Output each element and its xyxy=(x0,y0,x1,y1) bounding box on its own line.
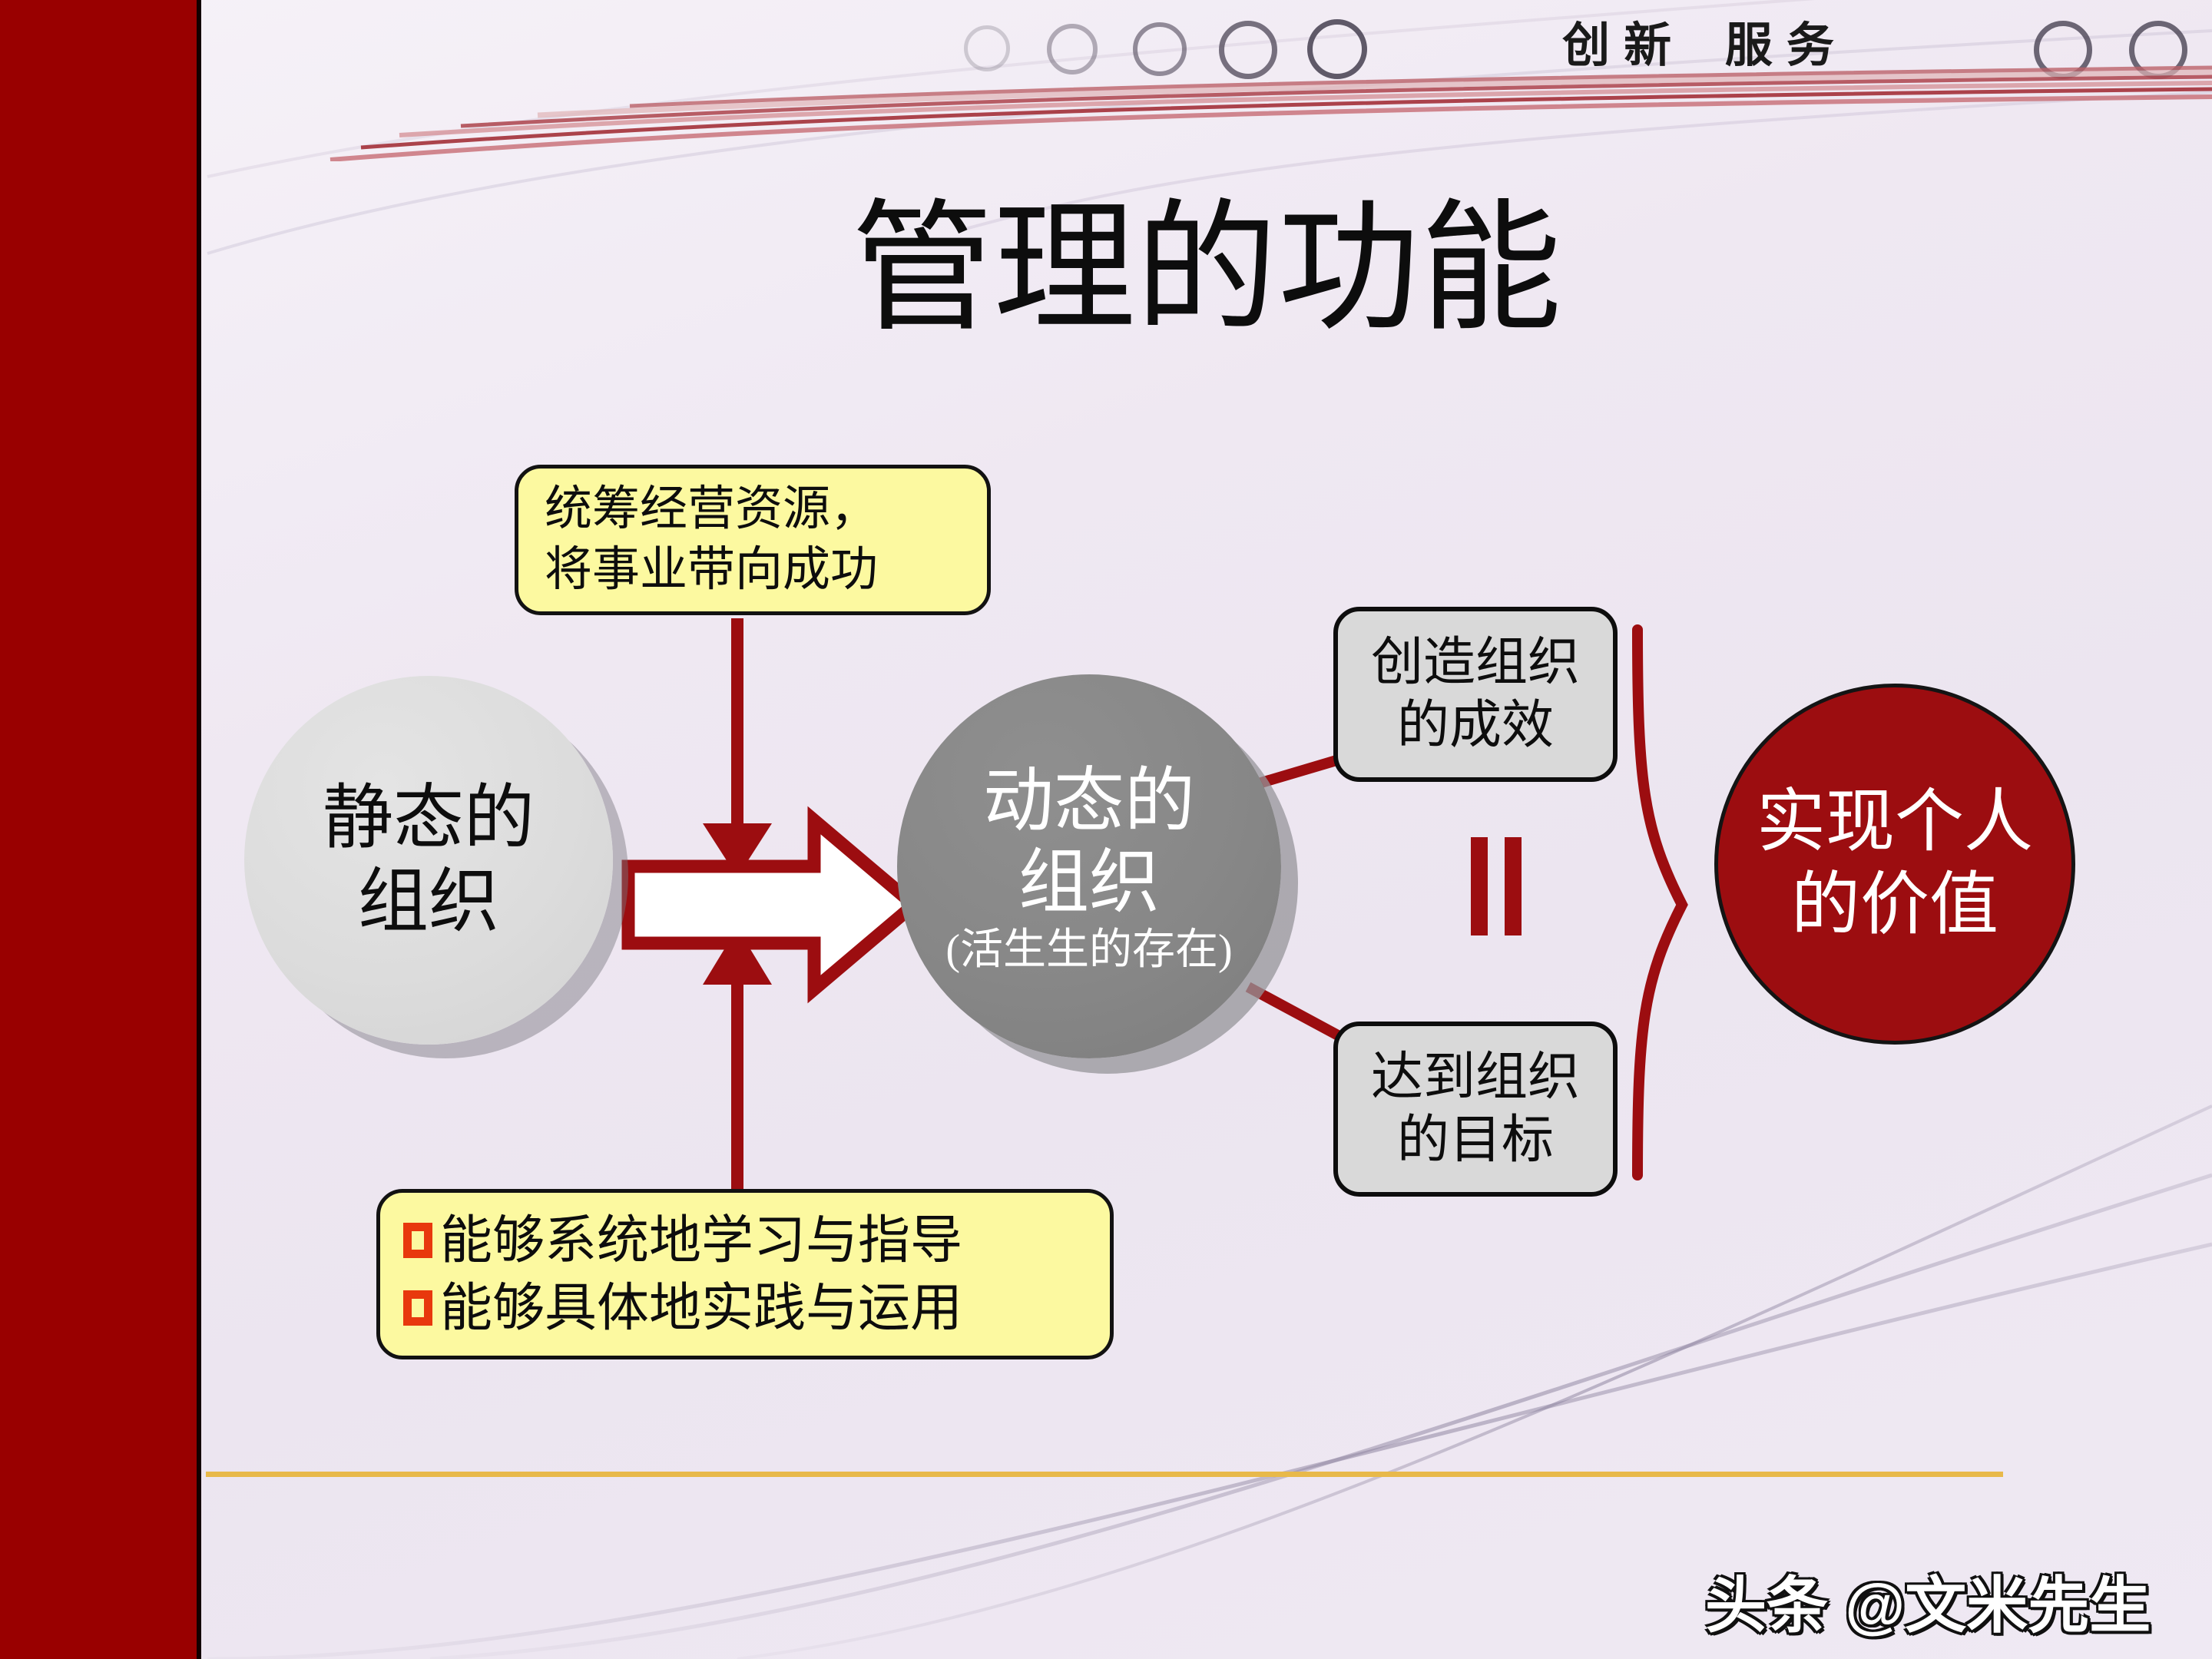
header-circle-4 xyxy=(1219,21,1277,79)
header-decoration xyxy=(0,0,2212,92)
down-arrow-connector xyxy=(703,618,772,877)
header-stripe-decoration xyxy=(329,65,2212,161)
box-organization-goal: 达到组织 的目标 xyxy=(1333,1022,1618,1197)
equals-bar-bottom xyxy=(1505,837,1522,935)
up-arrow-connector xyxy=(703,928,772,1189)
callout-resources-line2: 将事业带向成功 xyxy=(545,544,879,596)
header-circle-5 xyxy=(1307,19,1367,79)
bullet-item-2-label: 能够具体地实践与运用 xyxy=(440,1279,963,1337)
node-personal-value-line1: 实现个人 xyxy=(1757,784,2033,860)
transformation-arrow xyxy=(621,806,925,1004)
header-slogan-left: 创新 xyxy=(1562,19,1686,72)
node-dynamic-organization-line1: 动态的 xyxy=(982,762,1195,841)
node-static-organization-line1: 静态的 xyxy=(322,779,535,858)
watermark: 头条 @文米先生 xyxy=(1705,1571,2151,1640)
box-organization-effect-line2: 的成效 xyxy=(1396,696,1554,754)
header-circle-3 xyxy=(1133,22,1187,76)
callout-resources-line1: 统筹经营资源， xyxy=(545,482,879,535)
header-slogan: 创新 服务 xyxy=(1521,6,1889,75)
square-bullet-icon xyxy=(403,1222,432,1258)
box-organization-goal-line1: 达到组织 xyxy=(1370,1048,1580,1107)
header-circle-2 xyxy=(1047,24,1098,75)
node-personal-value-line2: 的价值 xyxy=(1791,867,1998,943)
node-dynamic-organization: 动态的 组织 (活生生的存在) xyxy=(897,674,1281,1058)
callout-capabilities: 能够系统地学习与指导 能够具体地实践与运用 xyxy=(376,1189,1114,1359)
curly-brace xyxy=(1632,624,1688,1181)
equals-symbol xyxy=(1463,837,1555,935)
box-organization-goal-line2: 的目标 xyxy=(1396,1111,1554,1169)
connector-to-effect-box xyxy=(1252,755,1338,790)
footer-divider xyxy=(206,1472,2003,1477)
header-slogan-right: 服务 xyxy=(1724,19,1848,72)
node-dynamic-organization-line2: 组织 xyxy=(1018,843,1160,922)
node-static-organization: 静态的 组织 xyxy=(244,676,613,1045)
left-accent-sidebar xyxy=(0,0,201,1659)
bullet-item-2: 能够具体地实践与运用 xyxy=(403,1274,1087,1342)
header-circle-1 xyxy=(964,25,1010,71)
node-dynamic-organization-subtitle: (活生生的存在) xyxy=(945,926,1233,974)
square-bullet-icon xyxy=(403,1290,432,1326)
bullet-item-1-label: 能够系统地学习与指导 xyxy=(440,1210,963,1270)
box-organization-effect: 创造组织 的成效 xyxy=(1333,607,1618,782)
bullet-item-1: 能够系统地学习与指导 xyxy=(403,1207,1087,1274)
node-personal-value: 实现个人 的价值 xyxy=(1714,684,2075,1045)
equals-bar-top xyxy=(1471,837,1488,935)
page-title: 管理的功能 xyxy=(851,191,1562,349)
connector-to-goal-box xyxy=(1245,982,1341,1041)
box-organization-effect-line1: 创造组织 xyxy=(1370,633,1580,692)
node-static-organization-line2: 组织 xyxy=(357,863,499,941)
callout-resources: 统筹经营资源， 将事业带向成功 xyxy=(515,465,991,615)
